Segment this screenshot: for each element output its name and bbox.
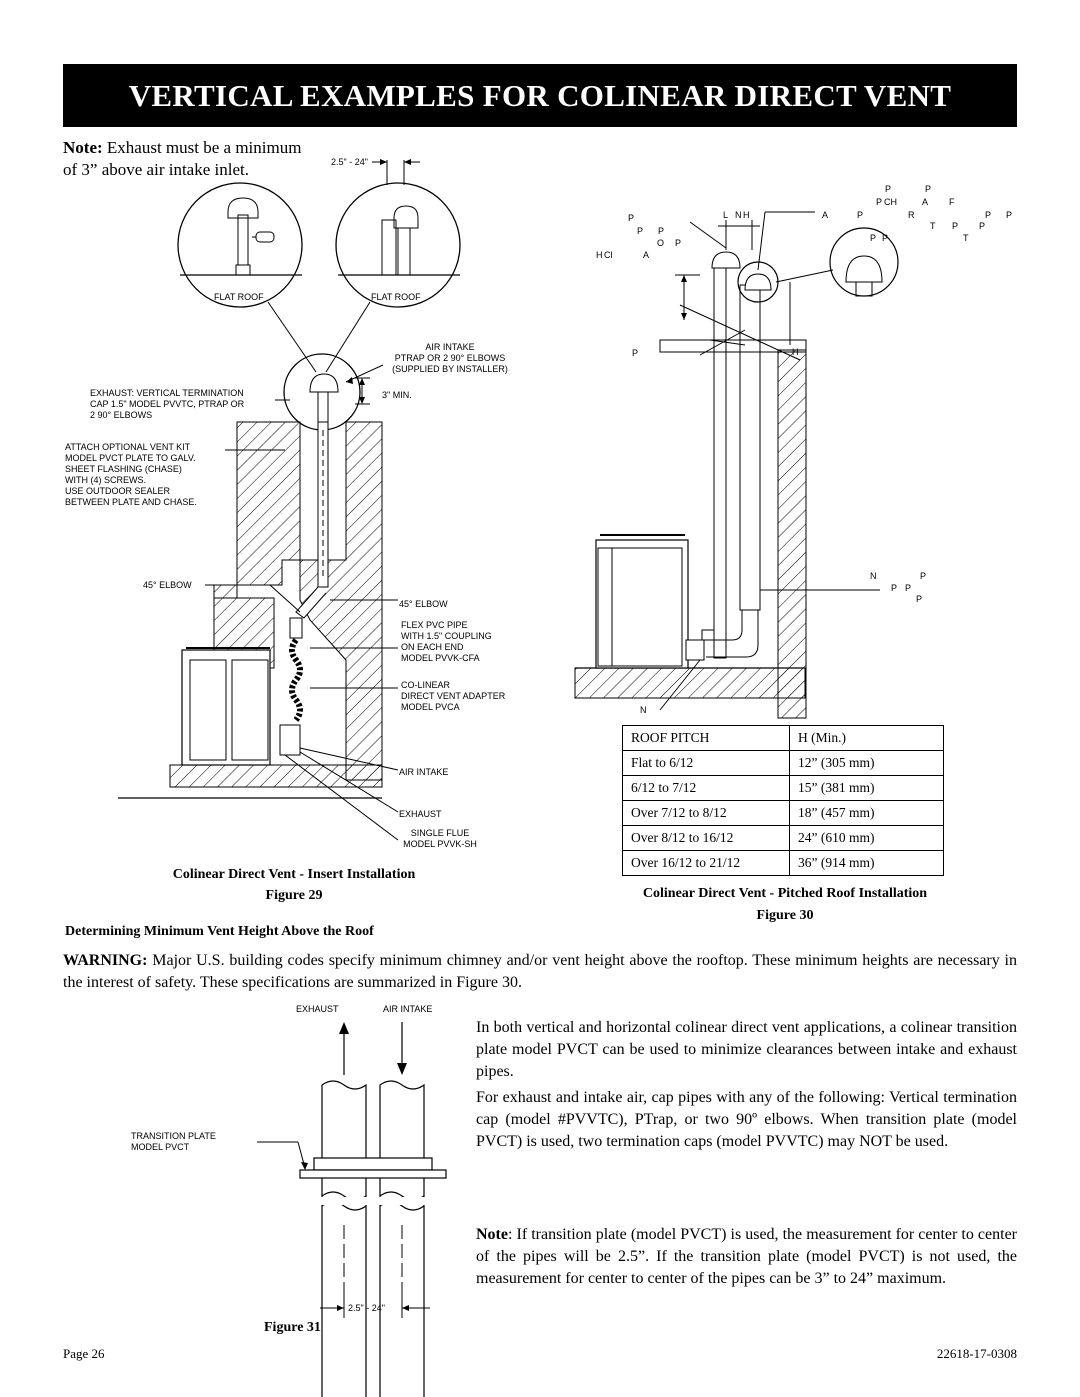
fig30-frag-c5: A (822, 210, 829, 220)
warning-text: Major U.S. building codes specify minimu… (63, 952, 1017, 991)
figure-29-caption-title: Colinear Direct Vent - Insert Installati… (172, 867, 416, 882)
elbow-45-left-label: 45° ELBOW (143, 580, 192, 590)
fig29-dim-label: 2.5" - 24" (331, 157, 368, 167)
fig30-frag-c8: P (985, 210, 992, 220)
page-number: Page 26 (63, 1346, 105, 1361)
figure-31-caption: Figure 31 (264, 1320, 321, 1335)
warning-label: WARNING: (63, 952, 148, 969)
figure-29-caption: Figure 29 (265, 888, 323, 903)
fig30-frag-e2: P (675, 238, 682, 248)
exhaust-label: EXHAUST (399, 809, 442, 819)
note-text-2: : If transition plate (model PVCT) is us… (476, 1226, 1017, 1287)
fig30-frag-f3: A (643, 250, 650, 260)
fig30-frag-b1: P (876, 197, 883, 207)
fig30-frag-d4: P (952, 221, 959, 231)
paragraph-transition-plate: In both vertical and horizontal colinear… (476, 1019, 1017, 1080)
fig30-frag-e4: P (882, 233, 889, 243)
table-cell: Over 16/12 to 21/12 (622, 850, 790, 876)
fig30-frag-c3: N (735, 210, 742, 220)
fig30-frag-h3: P (891, 583, 898, 593)
section-heading: Determining Minimum Vent Height Above th… (65, 924, 374, 939)
document-number: 22618-17-0308 (936, 1346, 1017, 1361)
min-3-label: 3" MIN. (382, 390, 412, 400)
exhaust-note: Note: Exhaust must be a minimum of 3” ab… (63, 137, 323, 181)
fig30-frag-b3: A (922, 197, 929, 207)
note-label-2: Note (476, 1226, 508, 1243)
fig30-frag-c4: H (743, 210, 750, 220)
table-header-row: ROOF PITCH H (Min.) (622, 725, 944, 751)
fig30-frag-h5: P (916, 594, 923, 604)
fig30-frag-a2: P (925, 184, 932, 194)
table-header-cell: H (Min.) (789, 725, 944, 751)
fig30-frag-h1: N (870, 571, 877, 581)
table-cell: 36” (914 mm) (789, 850, 944, 876)
table-header-cell: ROOF PITCH (622, 725, 790, 751)
fig30-frag-c9: P (1006, 210, 1013, 220)
fig30-frag-e5: T (963, 233, 969, 243)
note-line1: Exhaust must be a minimum (102, 138, 302, 157)
fig30-frag-f1: H (596, 250, 603, 260)
fig30-frag-c7: R (908, 210, 915, 220)
figure-30-caption-title: Colinear Direct Vent - Pitched Roof Inst… (642, 886, 928, 901)
fig30-frag-g2: H (792, 347, 799, 357)
fig30-frag-d2: P (658, 226, 665, 236)
note-label: Note: (63, 138, 103, 157)
fig30-frag-g1: P (632, 348, 639, 358)
fig30-frag-i1: N (640, 705, 647, 715)
table-cell: Flat to 6/12 (622, 750, 790, 776)
fig30-frag-h2: P (920, 571, 927, 581)
fig30-frag-e3: P (870, 233, 877, 243)
fig30-frag-d3: T (930, 221, 936, 231)
warning-paragraph: WARNING: Major U.S. building codes speci… (63, 950, 1017, 994)
flat-roof-label-left: FLAT ROOF (214, 292, 264, 302)
fig30-frag-c2: L (723, 210, 729, 220)
fig31-air-intake-label: AIR INTAKE (383, 1004, 433, 1014)
fig30-frag-d1: P (637, 226, 644, 236)
fig30-frag-f2: Cl (604, 250, 613, 260)
fig30-frag-b4: F (949, 197, 955, 207)
fig31-dim-label: 2.5" - 24" (348, 1303, 385, 1313)
paragraph-cap-pipes: For exhaust and intake air, cap pipes wi… (476, 1089, 1017, 1150)
fig30-frag-c6: P (857, 210, 864, 220)
paragraph-note-measurement: Note: If transition plate (model PVCT) i… (476, 1224, 1017, 1290)
fig30-frag-c1: P (628, 213, 635, 223)
fig30-frag-b2: CH (884, 197, 897, 207)
page-banner-title: VERTICAL EXAMPLES FOR COLINEAR DIRECT VE… (63, 64, 1017, 127)
fig30-frag-d5: P (979, 221, 986, 231)
table-cell: 15” (381 mm) (789, 775, 944, 801)
fig31-exhaust-label: EXHAUST (296, 1004, 339, 1014)
fig30-frag-h4: P (905, 583, 912, 593)
figure-30-caption: Figure 30 (756, 908, 814, 923)
note-line2: of 3” above air intake inlet. (63, 160, 249, 179)
flat-roof-label-right: FLAT ROOF (371, 292, 421, 302)
elbow-45-right-label: 45° ELBOW (399, 599, 448, 609)
fig30-frag-a1: P (885, 184, 892, 194)
table-cell: 18” (457 mm) (789, 800, 944, 826)
air-intake-label: AIR INTAKE (399, 767, 449, 777)
fig30-frag-e1: O (657, 238, 665, 248)
